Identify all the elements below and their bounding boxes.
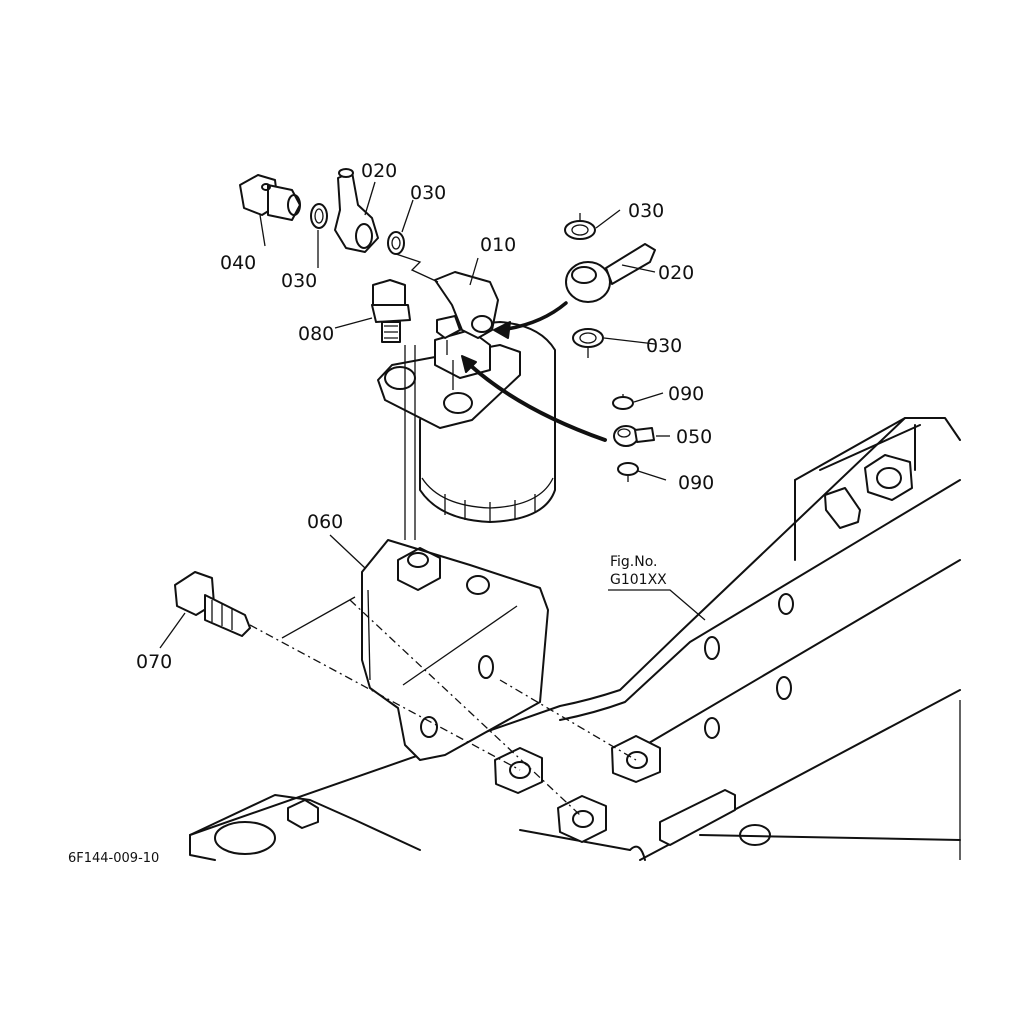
fig-ref-line1: Fig.No.: [610, 554, 658, 570]
callout-020-left: 020: [361, 160, 397, 182]
fig-ref-line2: G101XX: [610, 572, 667, 588]
leader-lines: [159, 181, 706, 649]
callout-060: 060: [307, 511, 343, 533]
mounting-bolt: [174, 571, 251, 637]
fuel-filter: [377, 271, 556, 523]
callout-030-top: 030: [410, 182, 446, 204]
callout-090-bottom: 090: [678, 472, 714, 494]
left-fittings: [239, 168, 439, 283]
callout-010: 010: [480, 234, 516, 256]
flange-nuts: [494, 735, 661, 843]
callout-030-right-bottom: 030: [646, 335, 682, 357]
drawing-number: 6F144-009-10: [68, 851, 159, 866]
assembly-lines: [249, 301, 637, 816]
callout-080: 080: [298, 323, 334, 345]
callout-070: 070: [136, 651, 172, 673]
callout-090-top: 090: [668, 383, 704, 405]
callout-040: 040: [220, 252, 256, 274]
tractor-frame: [189, 417, 961, 861]
callout-050: 050: [676, 426, 712, 448]
callout-020-right: 020: [658, 262, 694, 284]
callout-labels: 010 020 020 030 030 030 030 040 050 060 …: [136, 160, 714, 673]
air-vent-plug: [371, 279, 411, 343]
right-fittings: [564, 213, 656, 482]
callout-030-left: 030: [281, 270, 317, 292]
callout-030-right-top: 030: [628, 200, 664, 222]
figure-reference: Fig.No. G101XX: [610, 554, 667, 588]
mounting-bracket: [361, 539, 549, 761]
